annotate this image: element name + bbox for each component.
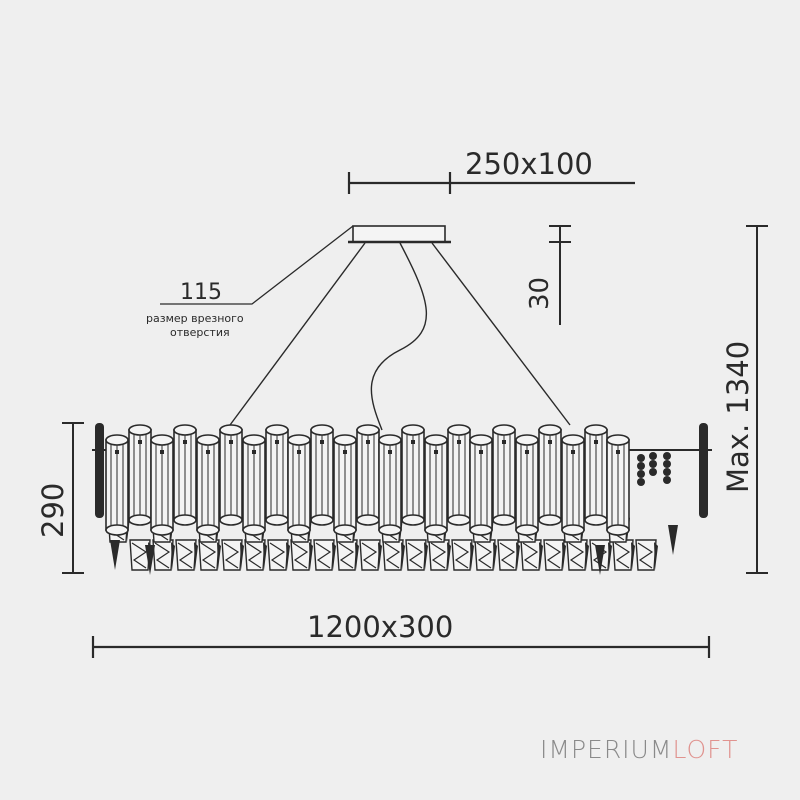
brand-part2: LOFT bbox=[672, 735, 739, 764]
brand-logo: IMPERIUMLOFT bbox=[540, 735, 738, 764]
width-label: 1200x300 bbox=[307, 610, 453, 644]
canopy-width-dimension: 250x100 bbox=[347, 147, 635, 194]
cutout-leader: 115 размер врезного отверстия bbox=[146, 225, 354, 339]
ceiling-canopy bbox=[348, 225, 451, 244]
cutout-size-label: 115 bbox=[180, 280, 222, 305]
canopy-height-dimension: 30 bbox=[525, 225, 571, 325]
max-height-dimension: Max. 1340 bbox=[721, 225, 768, 574]
cutout-note-line2: отверстия bbox=[170, 326, 230, 339]
chandelier-body bbox=[92, 423, 712, 575]
cutout-note-line1: размер врезного bbox=[146, 312, 244, 325]
canopy-size-label: 250x100 bbox=[465, 147, 593, 181]
max-height-label: Max. 1340 bbox=[721, 341, 755, 493]
canopy-height-label: 30 bbox=[525, 277, 555, 310]
width-dimension: 1200x300 bbox=[91, 610, 711, 658]
brand-part1: IMPERIUM bbox=[540, 735, 673, 764]
body-height-dimension: 290 bbox=[36, 422, 84, 574]
body-height-label: 290 bbox=[36, 483, 70, 538]
suspension-cables bbox=[229, 242, 571, 431]
